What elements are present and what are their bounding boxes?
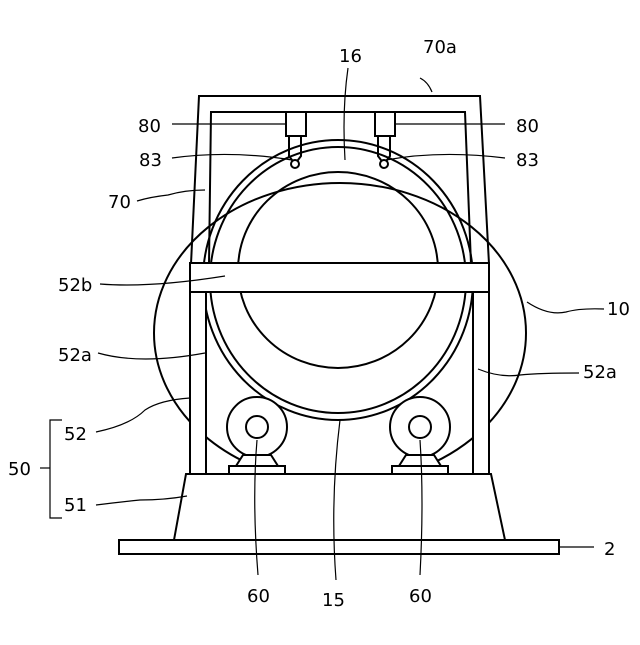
right-column <box>473 292 489 474</box>
label-52a-left: 52a <box>58 345 92 366</box>
label-51: 51 <box>64 495 87 516</box>
label-15: 15 <box>322 590 345 611</box>
top-frame-outer <box>191 96 489 264</box>
holder-right <box>375 112 395 136</box>
base-block <box>174 474 505 540</box>
label-2: 2 <box>604 539 615 560</box>
holder-left <box>286 112 306 136</box>
label-52b: 52b <box>58 275 92 296</box>
label-52a-right: 52a <box>583 362 617 383</box>
label-70: 70 <box>108 192 131 213</box>
label-52: 52 <box>64 424 87 445</box>
base-plate <box>119 540 559 554</box>
label-10: 10 <box>607 299 630 320</box>
label-80-right: 80 <box>516 116 539 137</box>
label-70a: 70a <box>423 37 457 58</box>
left-column <box>190 292 206 474</box>
label-60-left: 60 <box>247 586 270 607</box>
roller-60-right <box>390 397 450 474</box>
roller-83-left <box>291 160 299 168</box>
label-80-left: 80 <box>138 116 161 137</box>
label-83-left: 83 <box>139 150 162 171</box>
label-60-right: 60 <box>409 586 432 607</box>
roller-83-right <box>380 160 388 168</box>
label-83-right: 83 <box>516 150 539 171</box>
label-16: 16 <box>339 46 362 67</box>
label-50: 50 <box>8 459 31 480</box>
roller-60-left <box>227 397 287 474</box>
crossbar <box>190 263 489 292</box>
